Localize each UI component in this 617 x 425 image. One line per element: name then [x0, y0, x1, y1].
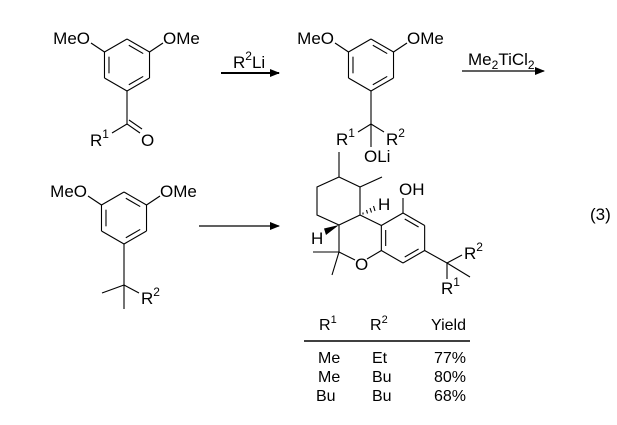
hashed-wedge-bond	[362, 205, 376, 215]
bond	[338, 251, 356, 261]
table-cell-r1: Me	[318, 350, 340, 367]
table-header-r2: R2	[370, 314, 388, 334]
methoxy-label: OMe	[163, 29, 200, 48]
aromatic-double-bond	[404, 218, 419, 228]
carbonyl-bond	[128, 119, 143, 130]
bond	[146, 195, 161, 206]
bond	[357, 123, 372, 133]
r1-label: R1	[90, 127, 109, 150]
ring-bond	[104, 77, 128, 92]
lithium-alkoxide-intermediate: MeO OMe R1 R2 OLi	[297, 29, 444, 166]
bond	[334, 42, 349, 53]
ring-bond	[381, 212, 404, 226]
table-row: Bu Bu 68%	[316, 388, 466, 405]
aromatic-double-bond	[125, 228, 141, 239]
alkylated-arene: MeO OMe R2	[50, 182, 197, 309]
methoxy-label: MeO	[53, 29, 90, 48]
ring-bond	[348, 77, 372, 92]
table-cell-r2: Et	[372, 350, 388, 367]
ring-bond	[101, 230, 125, 245]
r2-label: R2	[386, 126, 405, 149]
table-cell-yield: 68%	[434, 388, 466, 405]
bold-wedge-bond	[324, 225, 339, 235]
table-cell-r1: Bu	[316, 388, 336, 405]
bond	[424, 250, 448, 264]
cyclohexane-ring	[316, 176, 361, 226]
ring-bond	[348, 38, 372, 53]
bond	[90, 42, 105, 53]
bond	[101, 284, 125, 294]
ring-bond	[370, 38, 394, 53]
ring-bond	[370, 77, 394, 92]
table-row: Me Bu 80%	[318, 369, 466, 386]
ring-oxygen-label: O	[355, 255, 368, 274]
ring-bond	[126, 38, 150, 53]
reagent-label: Me2TiCl2	[468, 50, 535, 72]
methoxy-label: OMe	[407, 29, 444, 48]
table-row: Me Et 77%	[318, 350, 466, 367]
aromatic-double-bond	[128, 75, 144, 86]
tetrahydrocannabinol-product: H H O OH R2 R1	[311, 152, 483, 298]
ring-bond	[123, 191, 147, 206]
ketone-starting-material: MeO OMe R1 O	[53, 29, 200, 150]
r2-label: R2	[464, 240, 483, 263]
reaction-arrow-2: Me2TiCl2	[462, 50, 545, 75]
methoxy-label: MeO	[297, 29, 334, 48]
bond	[370, 123, 385, 133]
bond	[149, 42, 164, 53]
methyl-bond	[446, 262, 471, 278]
carbonyl-bond	[126, 123, 141, 134]
r1-label: R1	[441, 275, 460, 298]
table-cell-r2: Bu	[372, 388, 392, 405]
olithium-label: OLi	[364, 147, 390, 166]
table-cell-r1: Me	[318, 369, 340, 386]
methoxy-label: MeO	[50, 182, 87, 201]
benzene-ring	[100, 191, 148, 245]
ring-bond	[126, 77, 150, 92]
methyl-bond	[331, 251, 340, 276]
table-header-yield: Yield	[431, 317, 466, 334]
bond	[366, 250, 382, 260]
benzene-ring	[347, 38, 395, 92]
methoxy-label: OMe	[160, 182, 197, 201]
hydrogen-label: H	[311, 229, 323, 248]
oxygen-label: O	[141, 131, 154, 150]
aromatic-double-bond	[372, 44, 388, 55]
reagent-label: R2Li	[233, 49, 265, 72]
bond	[111, 123, 128, 134]
bond	[87, 195, 102, 206]
yield-table: R1 R2 Yield Me Et 77% Me Bu 80% Bu Bu 68…	[304, 314, 470, 405]
hydroxyl-label: OH	[399, 180, 425, 199]
aromatic-ring	[380, 212, 426, 264]
ring-bond	[381, 250, 404, 264]
r2-label: R2	[141, 285, 160, 308]
r1-label: R1	[336, 126, 355, 149]
benzene-ring	[103, 38, 151, 92]
equation-number: (3)	[590, 205, 611, 224]
bond	[123, 284, 140, 294]
table-cell-r2: Bu	[372, 369, 392, 386]
methyl-bond	[359, 176, 383, 188]
ring-bond	[104, 38, 128, 53]
reaction-arrow-1: R2Li	[221, 49, 280, 77]
aromatic-double-bond	[404, 248, 419, 258]
table-cell-yield: 77%	[434, 350, 466, 367]
aromatic-double-bond	[128, 44, 144, 55]
bond	[446, 254, 463, 264]
aromatic-double-bond	[372, 75, 388, 86]
aromatic-double-bond	[125, 197, 141, 208]
table-cell-yield: 80%	[434, 369, 466, 386]
hydrogen-label: H	[378, 195, 390, 214]
ring-bond	[402, 212, 425, 226]
bond	[393, 42, 408, 53]
ring-bond	[101, 191, 125, 206]
ring-bond	[123, 230, 147, 245]
bond	[359, 214, 382, 226]
ring-bond	[402, 250, 425, 264]
table-header-r1: R1	[319, 314, 337, 334]
